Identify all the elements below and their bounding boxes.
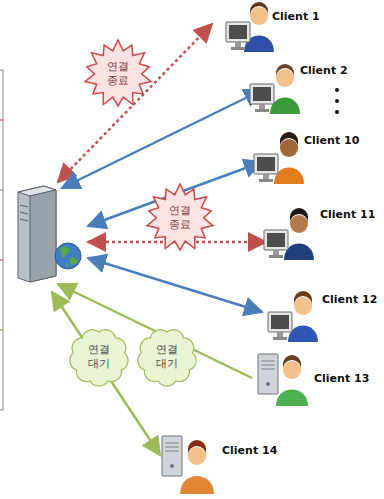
node-text: 연결 종료 xyxy=(167,204,193,232)
node-text: 연결 종료 xyxy=(105,60,131,88)
client-1-icon xyxy=(226,2,274,52)
node-text: Client 11 xyxy=(320,208,375,221)
client-11-icon xyxy=(264,208,314,260)
client-label: Client 11 xyxy=(320,208,375,221)
server-icon xyxy=(18,186,81,282)
client-2-icon xyxy=(250,64,300,114)
node-text: 연결 대기 xyxy=(154,343,180,371)
node-text: Client 10 xyxy=(304,134,359,147)
cloud-shape xyxy=(70,329,128,385)
cloud-shape xyxy=(138,329,196,385)
node-text: Client 12 xyxy=(322,293,377,306)
waiting-cloud: 연결 대기 xyxy=(68,327,130,387)
client-13-icon xyxy=(258,354,308,406)
client-12-icon xyxy=(268,291,318,342)
node-text: Client 2 xyxy=(300,64,348,77)
node-text: Client 1 xyxy=(272,10,320,23)
client-10-icon xyxy=(254,132,304,184)
ellipsis-dots xyxy=(335,88,339,114)
disconnect-burst: 연결 종료 xyxy=(86,42,150,106)
disconnect-burst: 연결 종료 xyxy=(148,186,212,250)
client-label: Client 12 xyxy=(322,293,377,306)
client-label: Client 10 xyxy=(304,134,359,147)
connection-lines xyxy=(52,24,266,455)
client-label: Client 13 xyxy=(314,372,369,385)
client-label: Client 2 xyxy=(300,64,348,77)
node-text: Client 14 xyxy=(222,444,277,457)
client-label: Client 1 xyxy=(272,10,320,23)
client-14-icon xyxy=(162,436,214,494)
table-edge xyxy=(0,70,3,410)
client-label: Client 14 xyxy=(222,444,277,457)
burst-shape xyxy=(85,40,151,106)
node-text: Client 13 xyxy=(314,372,369,385)
burst-shape xyxy=(147,184,213,250)
waiting-cloud: 연결 대기 xyxy=(136,327,198,387)
node-text: 연결 대기 xyxy=(86,343,112,371)
